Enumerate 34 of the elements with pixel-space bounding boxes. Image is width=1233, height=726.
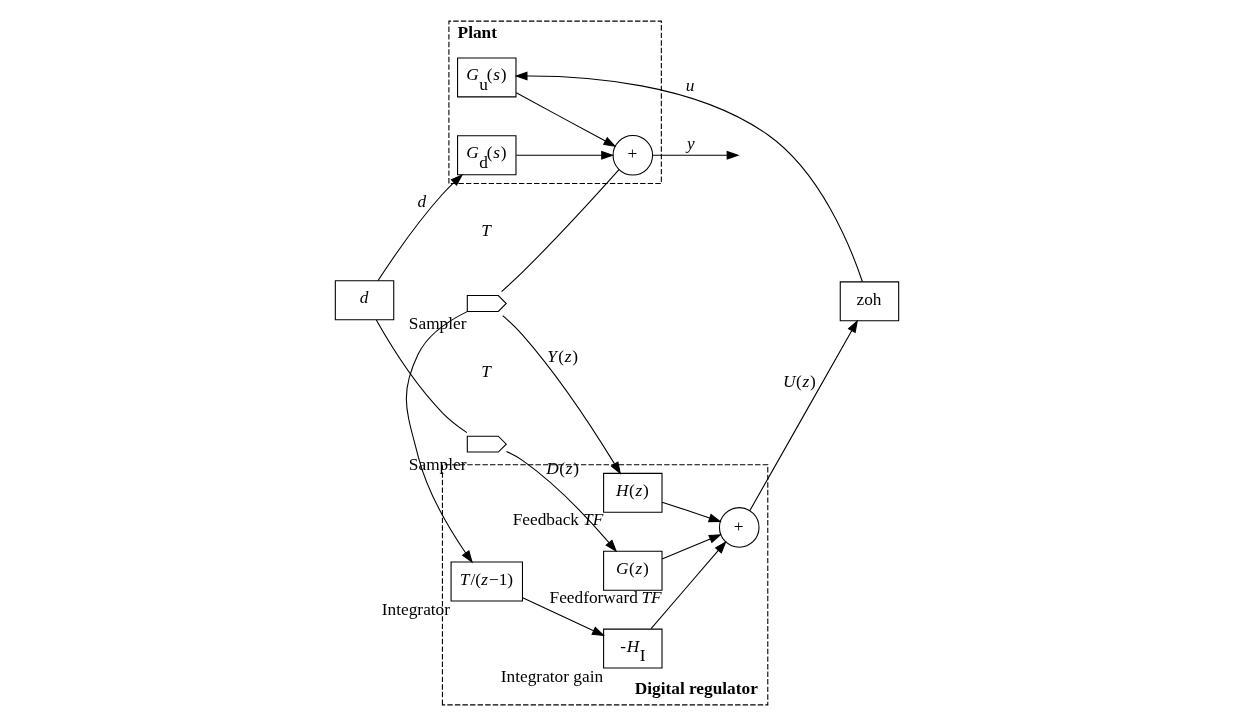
label: T <box>480 361 491 381</box>
connector <box>500 169 619 293</box>
node-box: d <box>334 280 394 321</box>
connector <box>375 319 467 434</box>
arrow <box>501 315 621 475</box>
edge-label: u <box>685 76 694 96</box>
edge-label: U(z) <box>782 371 816 391</box>
label: T <box>480 221 491 241</box>
arrow <box>661 501 722 523</box>
node-circle: + <box>612 135 653 176</box>
node-switch <box>466 435 507 453</box>
node-label: Integrator gain <box>500 666 603 686</box>
arrow <box>515 92 616 148</box>
edge-label: D(z) <box>545 459 579 479</box>
node-label: Integrator <box>381 599 450 619</box>
arrow <box>521 597 605 637</box>
arrow <box>661 534 722 560</box>
node-circle: + <box>718 507 760 548</box>
node-switch <box>466 295 507 312</box>
arrow <box>650 540 727 630</box>
edge-label: d <box>417 192 426 212</box>
arrow <box>377 173 463 282</box>
arrow <box>515 150 614 160</box>
edge-label: y <box>686 133 695 153</box>
arrow <box>505 450 617 553</box>
arrow <box>514 71 863 283</box>
arrow <box>748 319 858 511</box>
arrow <box>405 311 473 564</box>
node-box: G(z) <box>602 550 663 591</box>
arrow <box>652 150 740 160</box>
node-box: T/(z−1) <box>450 561 523 602</box>
edge-label: Y(z) <box>546 346 578 366</box>
node-box: zoh <box>839 281 899 322</box>
node-box: H(z) <box>602 472 663 513</box>
